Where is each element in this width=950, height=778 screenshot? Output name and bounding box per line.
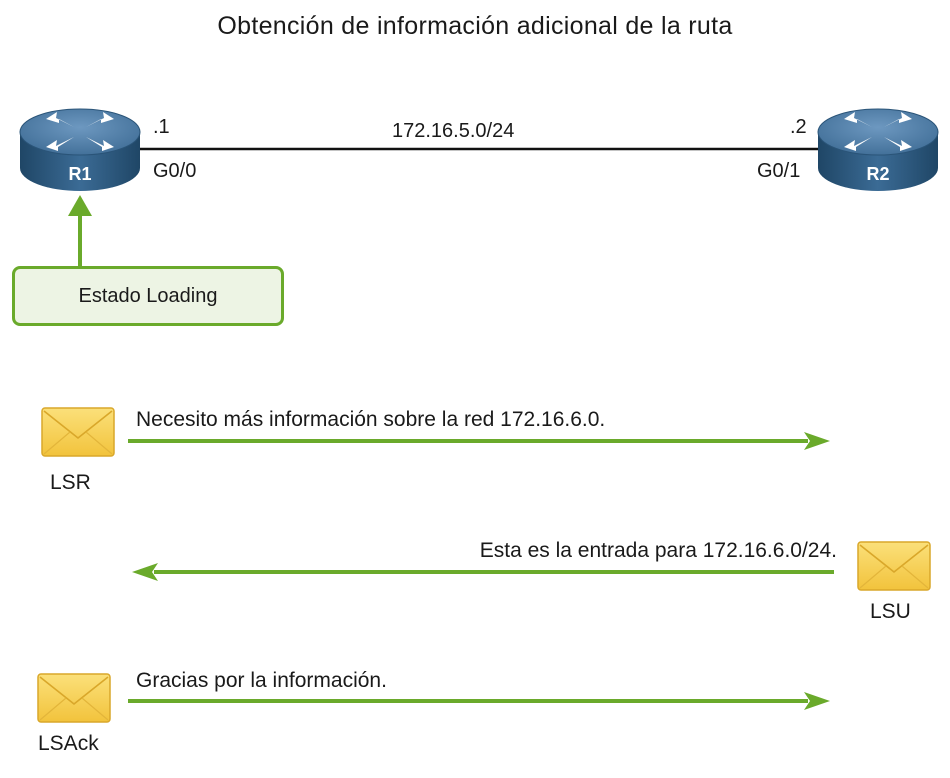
router-r2-label: R2 xyxy=(866,164,890,184)
lsack-label: LSAck xyxy=(38,732,99,755)
r2-host-address: .2 xyxy=(790,116,807,138)
lsack-message-text: Gracias por la información. xyxy=(136,669,387,692)
network-address: 172.16.5.0/24 xyxy=(392,120,515,142)
diagram-title: Obtención de información adicional de la… xyxy=(217,12,733,40)
router-r1-label: R1 xyxy=(68,164,92,184)
lsr-label: LSR xyxy=(50,471,91,494)
lsack-arrow xyxy=(128,692,830,710)
lsu-message-text: Esta es la entrada para 172.16.6.0/24. xyxy=(479,539,837,562)
lsu-arrow xyxy=(132,563,834,581)
lsr-envelope-icon xyxy=(41,407,115,457)
lsr-arrow xyxy=(128,432,830,450)
r2-interface: G0/1 xyxy=(757,160,801,182)
lsack-envelope-icon xyxy=(37,673,111,723)
loading-state-label: Estado Loading xyxy=(78,284,218,307)
loading-state-box: Estado Loading xyxy=(12,266,284,326)
lsu-label: LSU xyxy=(870,600,911,623)
router-r1-icon xyxy=(19,108,141,191)
router-r2-icon xyxy=(817,108,939,191)
lsu-envelope-icon xyxy=(857,541,931,591)
r1-interface: G0/0 xyxy=(153,160,197,182)
lsr-message-text: Necesito más información sobre la red 17… xyxy=(136,408,606,431)
r1-host-address: .1 xyxy=(153,116,170,138)
state-pointer-arrow xyxy=(68,195,92,266)
